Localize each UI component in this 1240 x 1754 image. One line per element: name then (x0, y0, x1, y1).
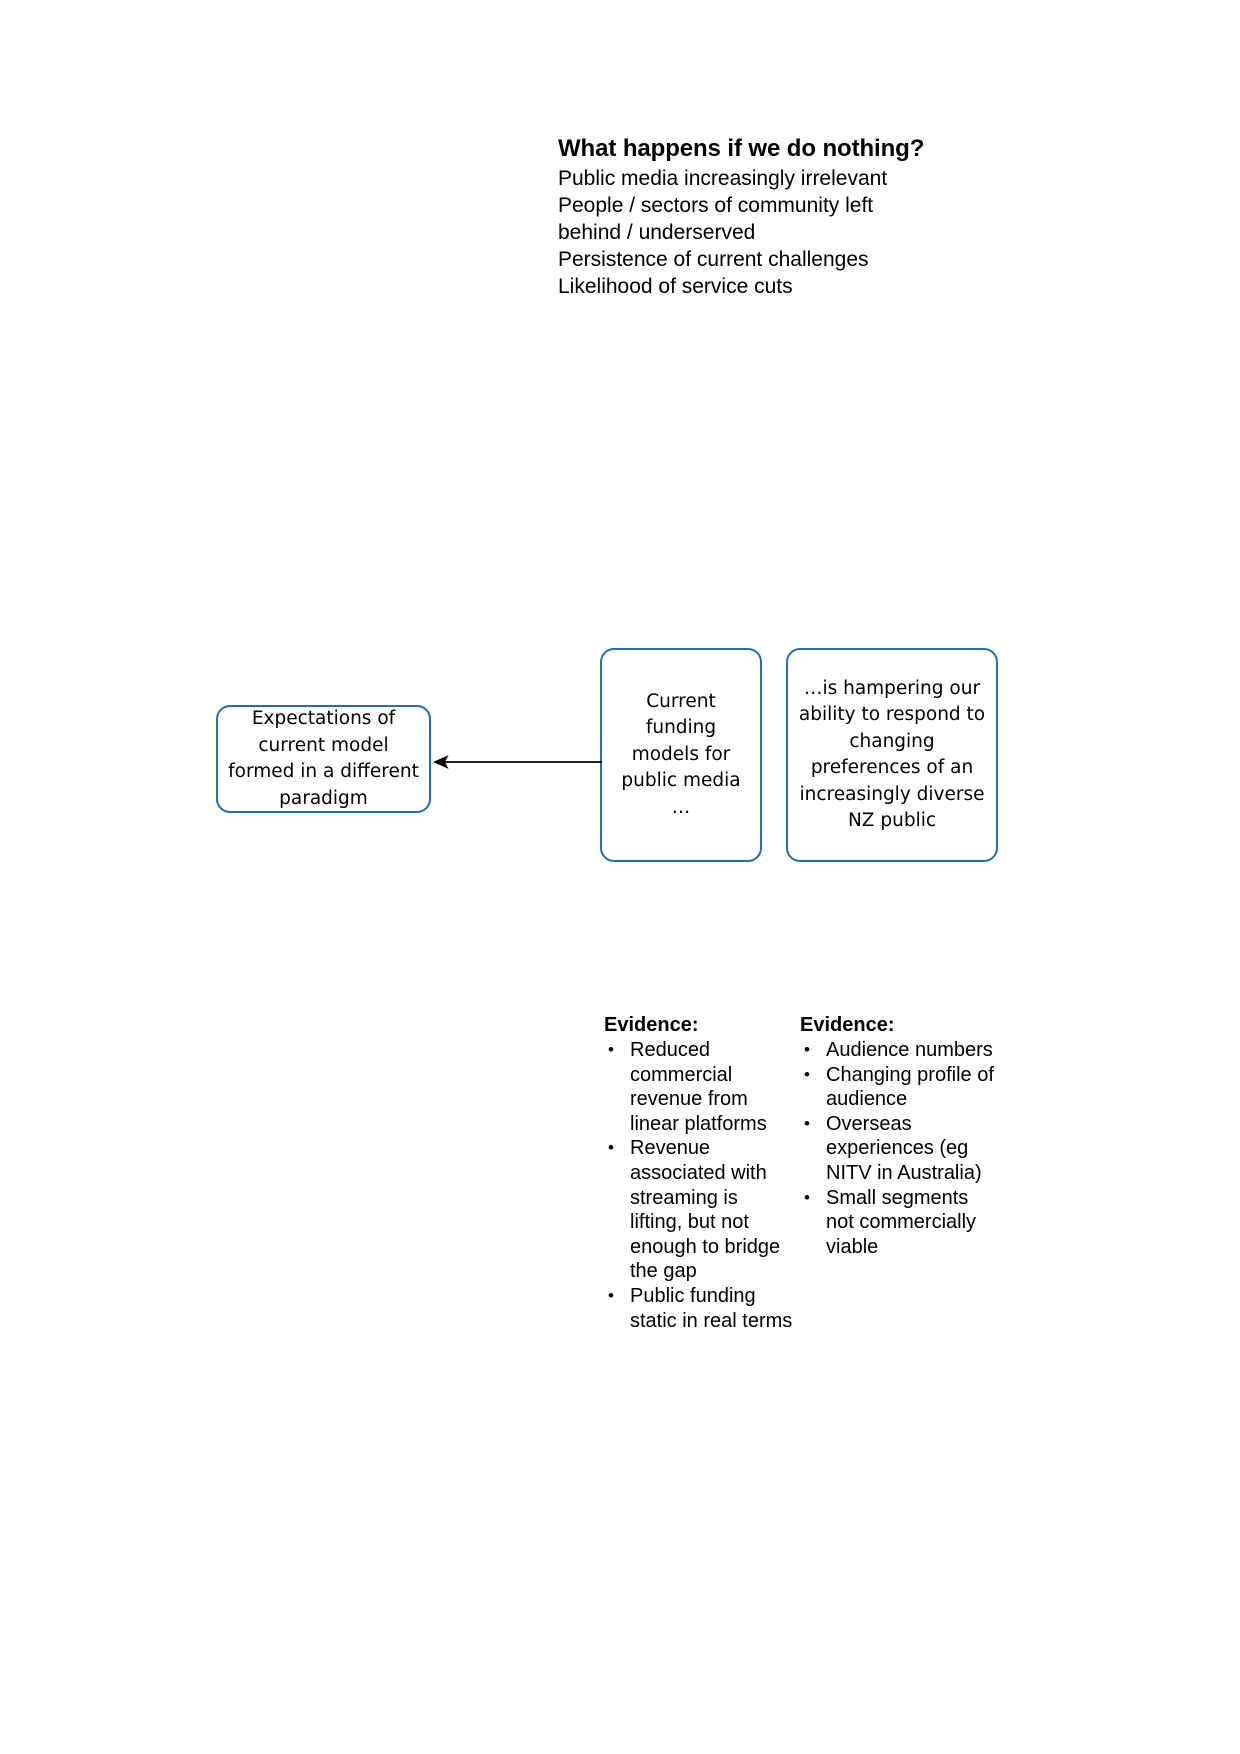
headline-line-4: Persistence of current challenges (558, 248, 869, 271)
headline-line-3: behind / underserved (558, 221, 756, 244)
list-item: Small segments not commercially viable (800, 1186, 1000, 1260)
evidence-column-funding: Evidence: Reduced commercial revenue fro… (604, 1013, 794, 1333)
arrow-left-icon (433, 755, 602, 769)
headline-block: What happens if we do nothing? Public me… (558, 134, 1028, 300)
flow-box-expectations[interactable]: Expectations of current model formed in … (216, 705, 431, 813)
flow-box-current-funding-models[interactable]: Current funding models for public media … (600, 648, 762, 862)
page-title: What happens if we do nothing? (558, 135, 925, 162)
evidence-heading: Evidence: (800, 1014, 895, 1036)
evidence-heading: Evidence: (604, 1014, 699, 1036)
list-item: Public funding static in real terms (604, 1284, 794, 1333)
list-item: Reduced commercial revenue from linear p… (604, 1038, 794, 1136)
evidence-list: Audience numbers Changing profile of aud… (800, 1038, 1000, 1259)
headline-line-5: Likelihood of service cuts (558, 275, 793, 298)
evidence-list: Reduced commercial revenue from linear p… (604, 1038, 794, 1333)
list-item: Overseas experiences (eg NITV in Austral… (800, 1112, 1000, 1186)
list-item: Revenue associated with streaming is lif… (604, 1136, 794, 1284)
evidence-column-audience: Evidence: Audience numbers Changing prof… (800, 1013, 1000, 1259)
list-item: Changing profile of audience (800, 1063, 1000, 1112)
list-item: Audience numbers (800, 1038, 1000, 1063)
headline-line-1: Public media increasingly irrelevant (558, 167, 888, 190)
flow-box-hampering-response[interactable]: …is hampering our ability to respond to … (786, 648, 998, 862)
headline-line-2: People / sectors of community left (558, 194, 874, 217)
